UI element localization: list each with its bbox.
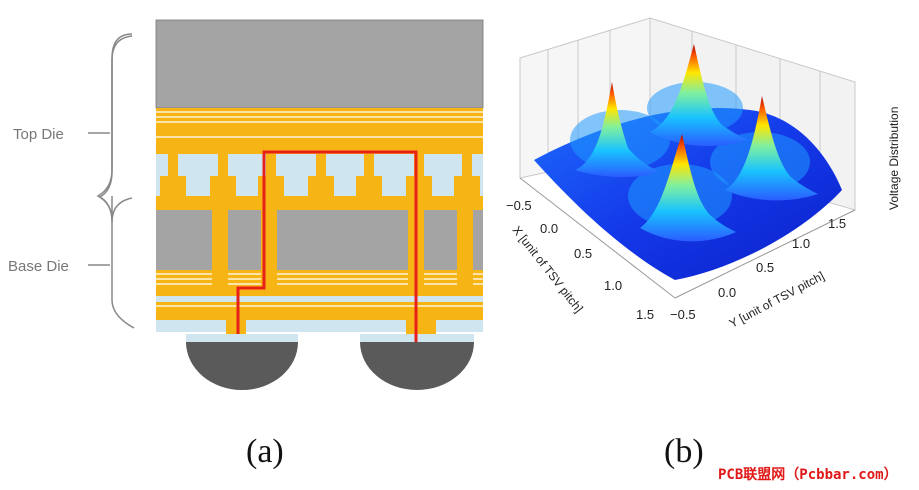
y-tick: 0.0 (718, 285, 736, 300)
top-die-brace (98, 33, 133, 223)
y-tick: 1.0 (792, 236, 810, 251)
y-tick: 0.5 (756, 260, 774, 275)
voltage-surface-plot: −0.5 0.0 0.5 1.0 1.5 −0.5 0.0 0.5 1.0 1.… (506, 17, 901, 331)
x-tick: 0.5 (574, 246, 592, 261)
peak-1 (575, 82, 660, 178)
y-tick-labels: −0.5 0.0 0.5 1.0 1.5 (670, 216, 846, 322)
z-axis-label: Voltage Distribution (887, 107, 901, 210)
microbump-layer (156, 154, 483, 210)
caption-a: (a) (246, 433, 284, 470)
die-stack-cross-section: Top Die Base Die (8, 19, 484, 390)
x-axis-label: X [unit of TSV pitch] (510, 223, 586, 315)
signal-path (236, 150, 418, 342)
x-tick: −0.5 (506, 198, 532, 213)
base-die-substrate (156, 210, 483, 270)
x-axis-line (519, 177, 676, 299)
peak-2 (650, 44, 748, 147)
peak-4 (640, 134, 736, 242)
x-tick: 1.5 (636, 307, 654, 322)
x-tick: 1.0 (604, 278, 622, 293)
top-die-substrate (155, 19, 484, 109)
x-tick-labels: −0.5 0.0 0.5 1.0 1.5 (506, 198, 654, 322)
base-die-brace (111, 197, 135, 329)
top-die-beol (156, 108, 483, 166)
base-die-label: Base Die (8, 258, 69, 275)
solder-balls (186, 334, 474, 390)
y-tick: 1.5 (828, 216, 846, 231)
top-die-label: Top Die (13, 126, 64, 143)
peak-3 (725, 96, 818, 201)
x-tick: 0.0 (540, 221, 558, 236)
top-die-brace-line (96, 35, 133, 221)
y-axis-label: Y [unit of TSV pitch] (727, 269, 827, 331)
base-die-beol (156, 270, 483, 334)
y-axis-line (674, 209, 856, 299)
caption-b: (b) (664, 433, 704, 470)
y-tick: −0.5 (670, 307, 696, 322)
watermark: PCB联盟网（Pcbbar.com） (718, 467, 898, 483)
